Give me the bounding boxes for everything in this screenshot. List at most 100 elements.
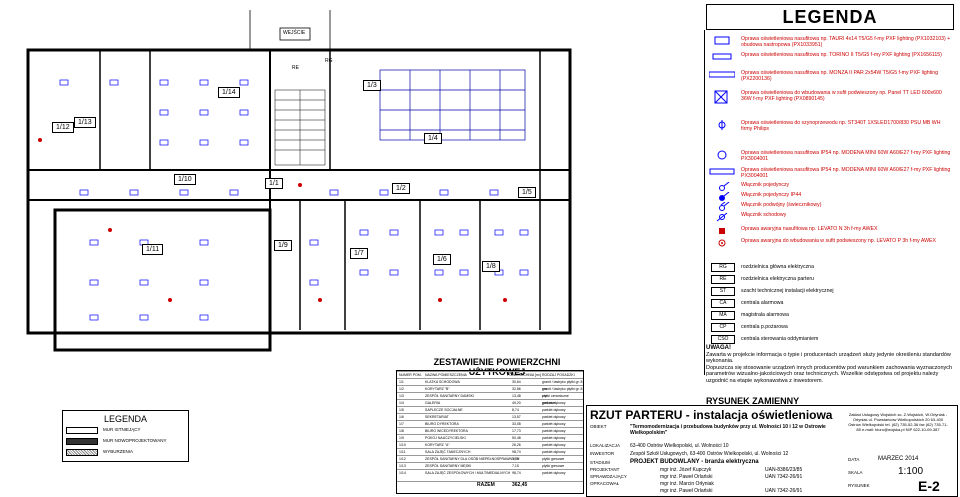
double-switch-icon bbox=[719, 202, 730, 211]
notes-line-2: Dopuszcza się stosowanie urządzeń innych… bbox=[706, 364, 953, 384]
code-ma-text: magistrala alarmowa bbox=[741, 312, 789, 318]
room-1-14: 1/14 bbox=[218, 87, 240, 98]
code-rg-text: rozdzielnica główna elektryczna bbox=[741, 264, 814, 270]
areas-table: NUMER POM. NAZWA POMIESZCZENIA POWIERZCH… bbox=[396, 370, 584, 494]
wall-fixture-icon bbox=[709, 168, 735, 175]
room-1-2: 1/2 bbox=[392, 183, 410, 194]
legend-panel: Oprawa oświetleniowa nasufitowa np. TAUR… bbox=[704, 30, 957, 375]
entrance bbox=[249, 10, 331, 50]
hatch-legend-title: LEGENDA bbox=[103, 414, 147, 424]
room-1-5: 1/5 bbox=[518, 187, 536, 198]
staircase bbox=[274, 89, 326, 166]
single-switch-ip44-icon bbox=[719, 192, 730, 201]
room-1-13: 1/13 bbox=[74, 117, 96, 128]
scale-label: SKALA bbox=[848, 470, 863, 475]
code-rg: RG bbox=[711, 263, 735, 272]
panel-re-label: RE bbox=[292, 65, 299, 71]
emergency-recessed-icon bbox=[718, 239, 726, 247]
room-1-1: 1/1 bbox=[265, 178, 283, 189]
demolition-swatch bbox=[66, 449, 98, 456]
table-header: NUMER POM. NAZWA POMIESZCZENIA POWIERZCH… bbox=[397, 371, 583, 379]
existing-wall-swatch bbox=[66, 427, 98, 434]
code-re-text: rozdzielnica elektryczna parteru bbox=[741, 276, 814, 282]
code-st-text: szacht technicznej instalacji elektryczn… bbox=[741, 288, 834, 294]
room-1-11: 1/11 bbox=[142, 244, 164, 255]
linear-fixture-icon bbox=[709, 71, 735, 78]
room-1-7: 1/7 bbox=[350, 248, 368, 259]
investor-label: INWESTOR bbox=[590, 451, 615, 456]
room-1-12: 1/12 bbox=[52, 122, 74, 133]
checker-value: mgr inż. Paweł Orlański bbox=[660, 474, 713, 480]
code-cso-text: centrala sterowania oddymianiem bbox=[741, 336, 819, 342]
areas-table-title: ZESTAWIENIE POWIERZCHNI UŻYTKOWEJ bbox=[433, 357, 561, 377]
designer-value: mgr inż. Józef Kupczyk bbox=[660, 467, 712, 473]
ceiling-fixture-square-icon bbox=[714, 36, 730, 45]
hatch-legend: LEGENDA MUR ISTNIEJĄCY MUR NOWOPROJEKTOW… bbox=[62, 410, 189, 462]
address-label: LOKALIZACJA bbox=[590, 443, 621, 448]
lower-wing-wall bbox=[53, 208, 272, 352]
address-value: 63-400 Ostrów Wielkopolski, ul. Wolności… bbox=[630, 443, 729, 449]
panel-fixture-icon bbox=[714, 90, 728, 104]
floor-plan bbox=[26, 10, 572, 352]
stage-value: PROJEKT BUDOWLANY - branża elektryczna bbox=[630, 459, 759, 465]
date-label: DATA bbox=[848, 457, 860, 462]
code-ca-text: centrala alarmowa bbox=[741, 300, 784, 306]
object-value: "Termomodernizacja i przebudowa budynków… bbox=[630, 424, 826, 436]
panel-rg-label: RG bbox=[325, 58, 333, 64]
stair-switch-icon bbox=[716, 212, 728, 222]
drawing-title: RZUT PARTERU - instalacja oświetleniowa bbox=[590, 408, 833, 422]
code-re: RE bbox=[711, 275, 735, 284]
code-ca: CA bbox=[711, 299, 735, 308]
emergency-light-icon bbox=[719, 228, 725, 234]
room-1-9: 1/9 bbox=[274, 240, 292, 251]
room-1-4: 1/4 bbox=[424, 133, 442, 144]
checker-label: SPRAWDZAJĄCY bbox=[590, 474, 627, 479]
existing-wall-label: MUR ISTNIEJĄCY bbox=[103, 427, 141, 432]
notes: UWAGA! Zawarta w projekcie informacja o … bbox=[706, 345, 956, 384]
assistant2-value: mgr inż. Paweł Orlański bbox=[660, 488, 713, 494]
code-cso: CSO bbox=[711, 335, 735, 344]
room-1-10: 1/10 bbox=[174, 174, 196, 185]
object-label: OBIEKT bbox=[590, 424, 607, 429]
investor-value: Zespół Szkół Usługowych, 63-400 Ostrów W… bbox=[630, 451, 789, 457]
checker-license: UAN 7342-26/91 bbox=[765, 474, 803, 480]
demolition-label: WYBURZENIA bbox=[103, 449, 134, 454]
room-1-8: 1/8 bbox=[482, 261, 500, 272]
round-fixture-icon bbox=[717, 150, 727, 160]
stage-label: STADIUM bbox=[590, 460, 610, 465]
new-wall-label: MUR NOWOPROJEKTOWANY bbox=[103, 438, 167, 443]
entrance-label: WEJŚCIE bbox=[283, 30, 306, 36]
scale-value: 1:100 bbox=[898, 466, 924, 477]
designer-label: PROJEKTANT bbox=[590, 467, 620, 472]
code-cp-text: centrala p.pożarowa bbox=[741, 324, 788, 330]
sheet-label: RYSUNEK bbox=[848, 483, 870, 488]
track-grid bbox=[379, 69, 526, 141]
room-1-6: 1/6 bbox=[433, 254, 451, 265]
assistant-label: OPRACOWAŁ bbox=[590, 481, 620, 486]
assistant-value: mgr inż. Marcin Orłyniak bbox=[660, 481, 714, 487]
design-office: Zakład Usługowy Wojskich sc. Z.Wojskich,… bbox=[848, 412, 948, 432]
code-cp: CP bbox=[711, 323, 735, 332]
notes-line-1: Zawarta w projekcie informacja o typie i… bbox=[706, 351, 951, 365]
assistant2-license: UAN 7342-26/91 bbox=[765, 488, 803, 494]
track-fixture-icon bbox=[718, 120, 726, 130]
sheet-number: E-2 bbox=[918, 478, 940, 494]
notes-heading: UWAGA! bbox=[706, 345, 731, 351]
ceiling-fixture-rect-icon bbox=[712, 53, 732, 60]
new-wall-swatch bbox=[66, 438, 98, 445]
outer-wall bbox=[26, 48, 572, 335]
designer-license: UAN-8386/23/85 bbox=[765, 467, 803, 473]
